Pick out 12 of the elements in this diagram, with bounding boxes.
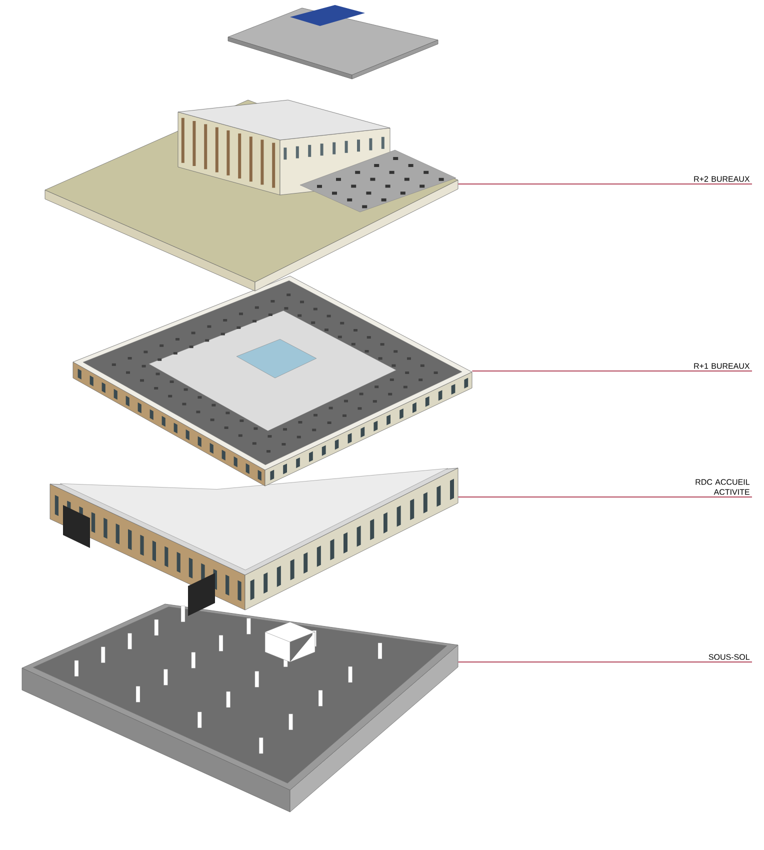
floor-label: R+1 BUREAUX [694,363,750,369]
leader-line [458,496,752,498]
leader-line [458,183,752,185]
floor-label: SOUS-SOL [708,654,750,660]
floor-drawing [22,604,458,812]
floor-label: RDC ACCUEIL ACTIVITE [696,479,750,495]
leader-line [472,370,752,372]
leader-line [458,661,752,663]
floor-drawing [72,276,472,486]
floor-drawing [44,100,458,292]
floor-drawing [50,468,458,616]
floor-label: R+2 BUREAUX [694,176,750,182]
